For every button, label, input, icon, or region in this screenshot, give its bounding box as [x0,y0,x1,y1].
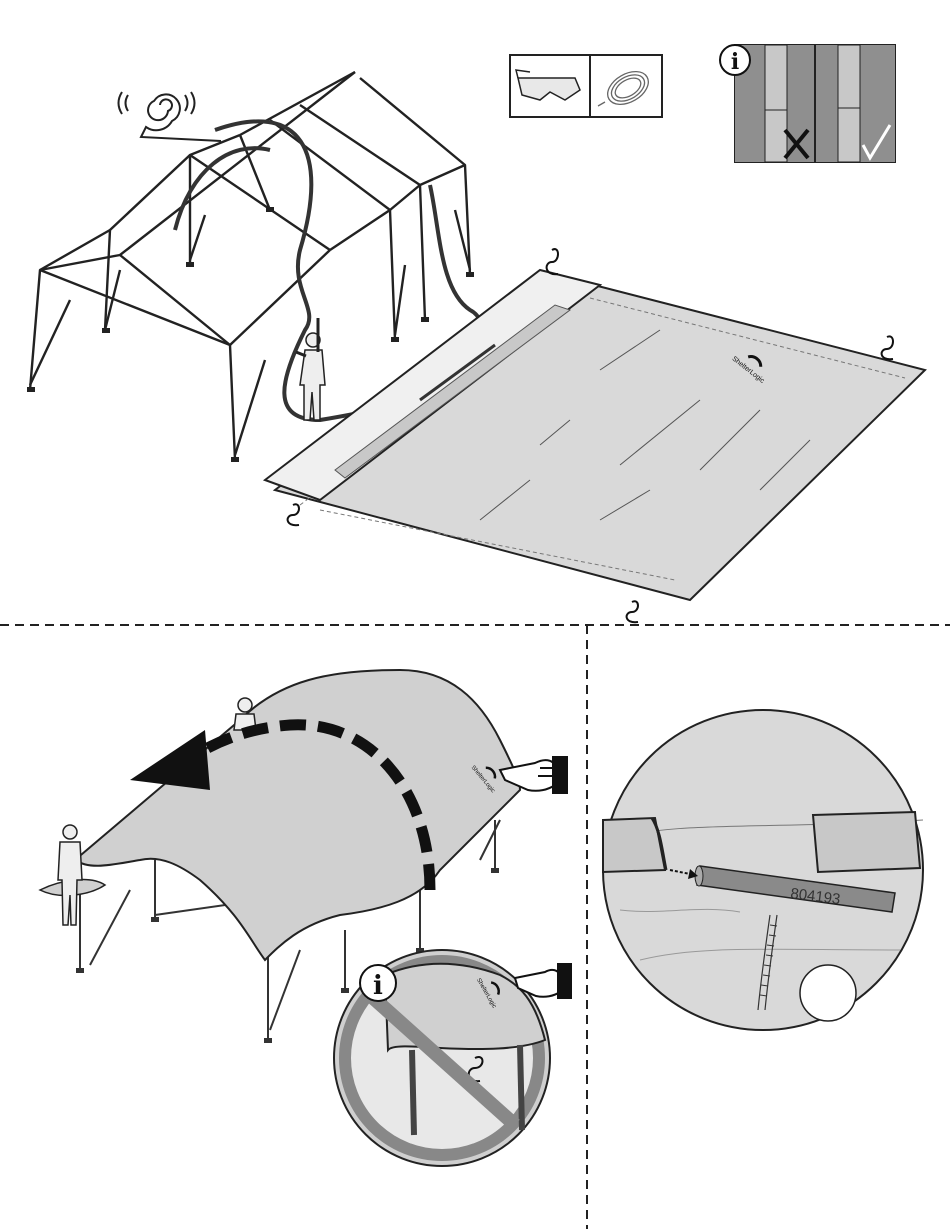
person-figure-left [58,825,82,925]
step-number-badge [800,965,856,1021]
info-icon: i [720,45,750,75]
person-figure-back [234,698,256,730]
prohibition-inset: ShelterLogic i [334,950,571,1166]
svg-text:i: i [373,971,383,1001]
wind-icon [119,92,222,141]
cover-placement-panel: ShelterLogic [40,670,571,1166]
tools-box [510,55,662,117]
top-panel: ShelterLogic [27,45,925,622]
cover-unrolled: ShelterLogic [265,270,925,600]
info-icon: i [360,965,396,1001]
svg-text:i: i [731,49,739,75]
detail-zoom-panel: 804193 [603,710,923,1030]
person-figure [296,318,325,420]
info-comparison-box: i [720,45,895,162]
shelter-cover [75,670,520,960]
sleeve-flap-right [813,812,920,872]
